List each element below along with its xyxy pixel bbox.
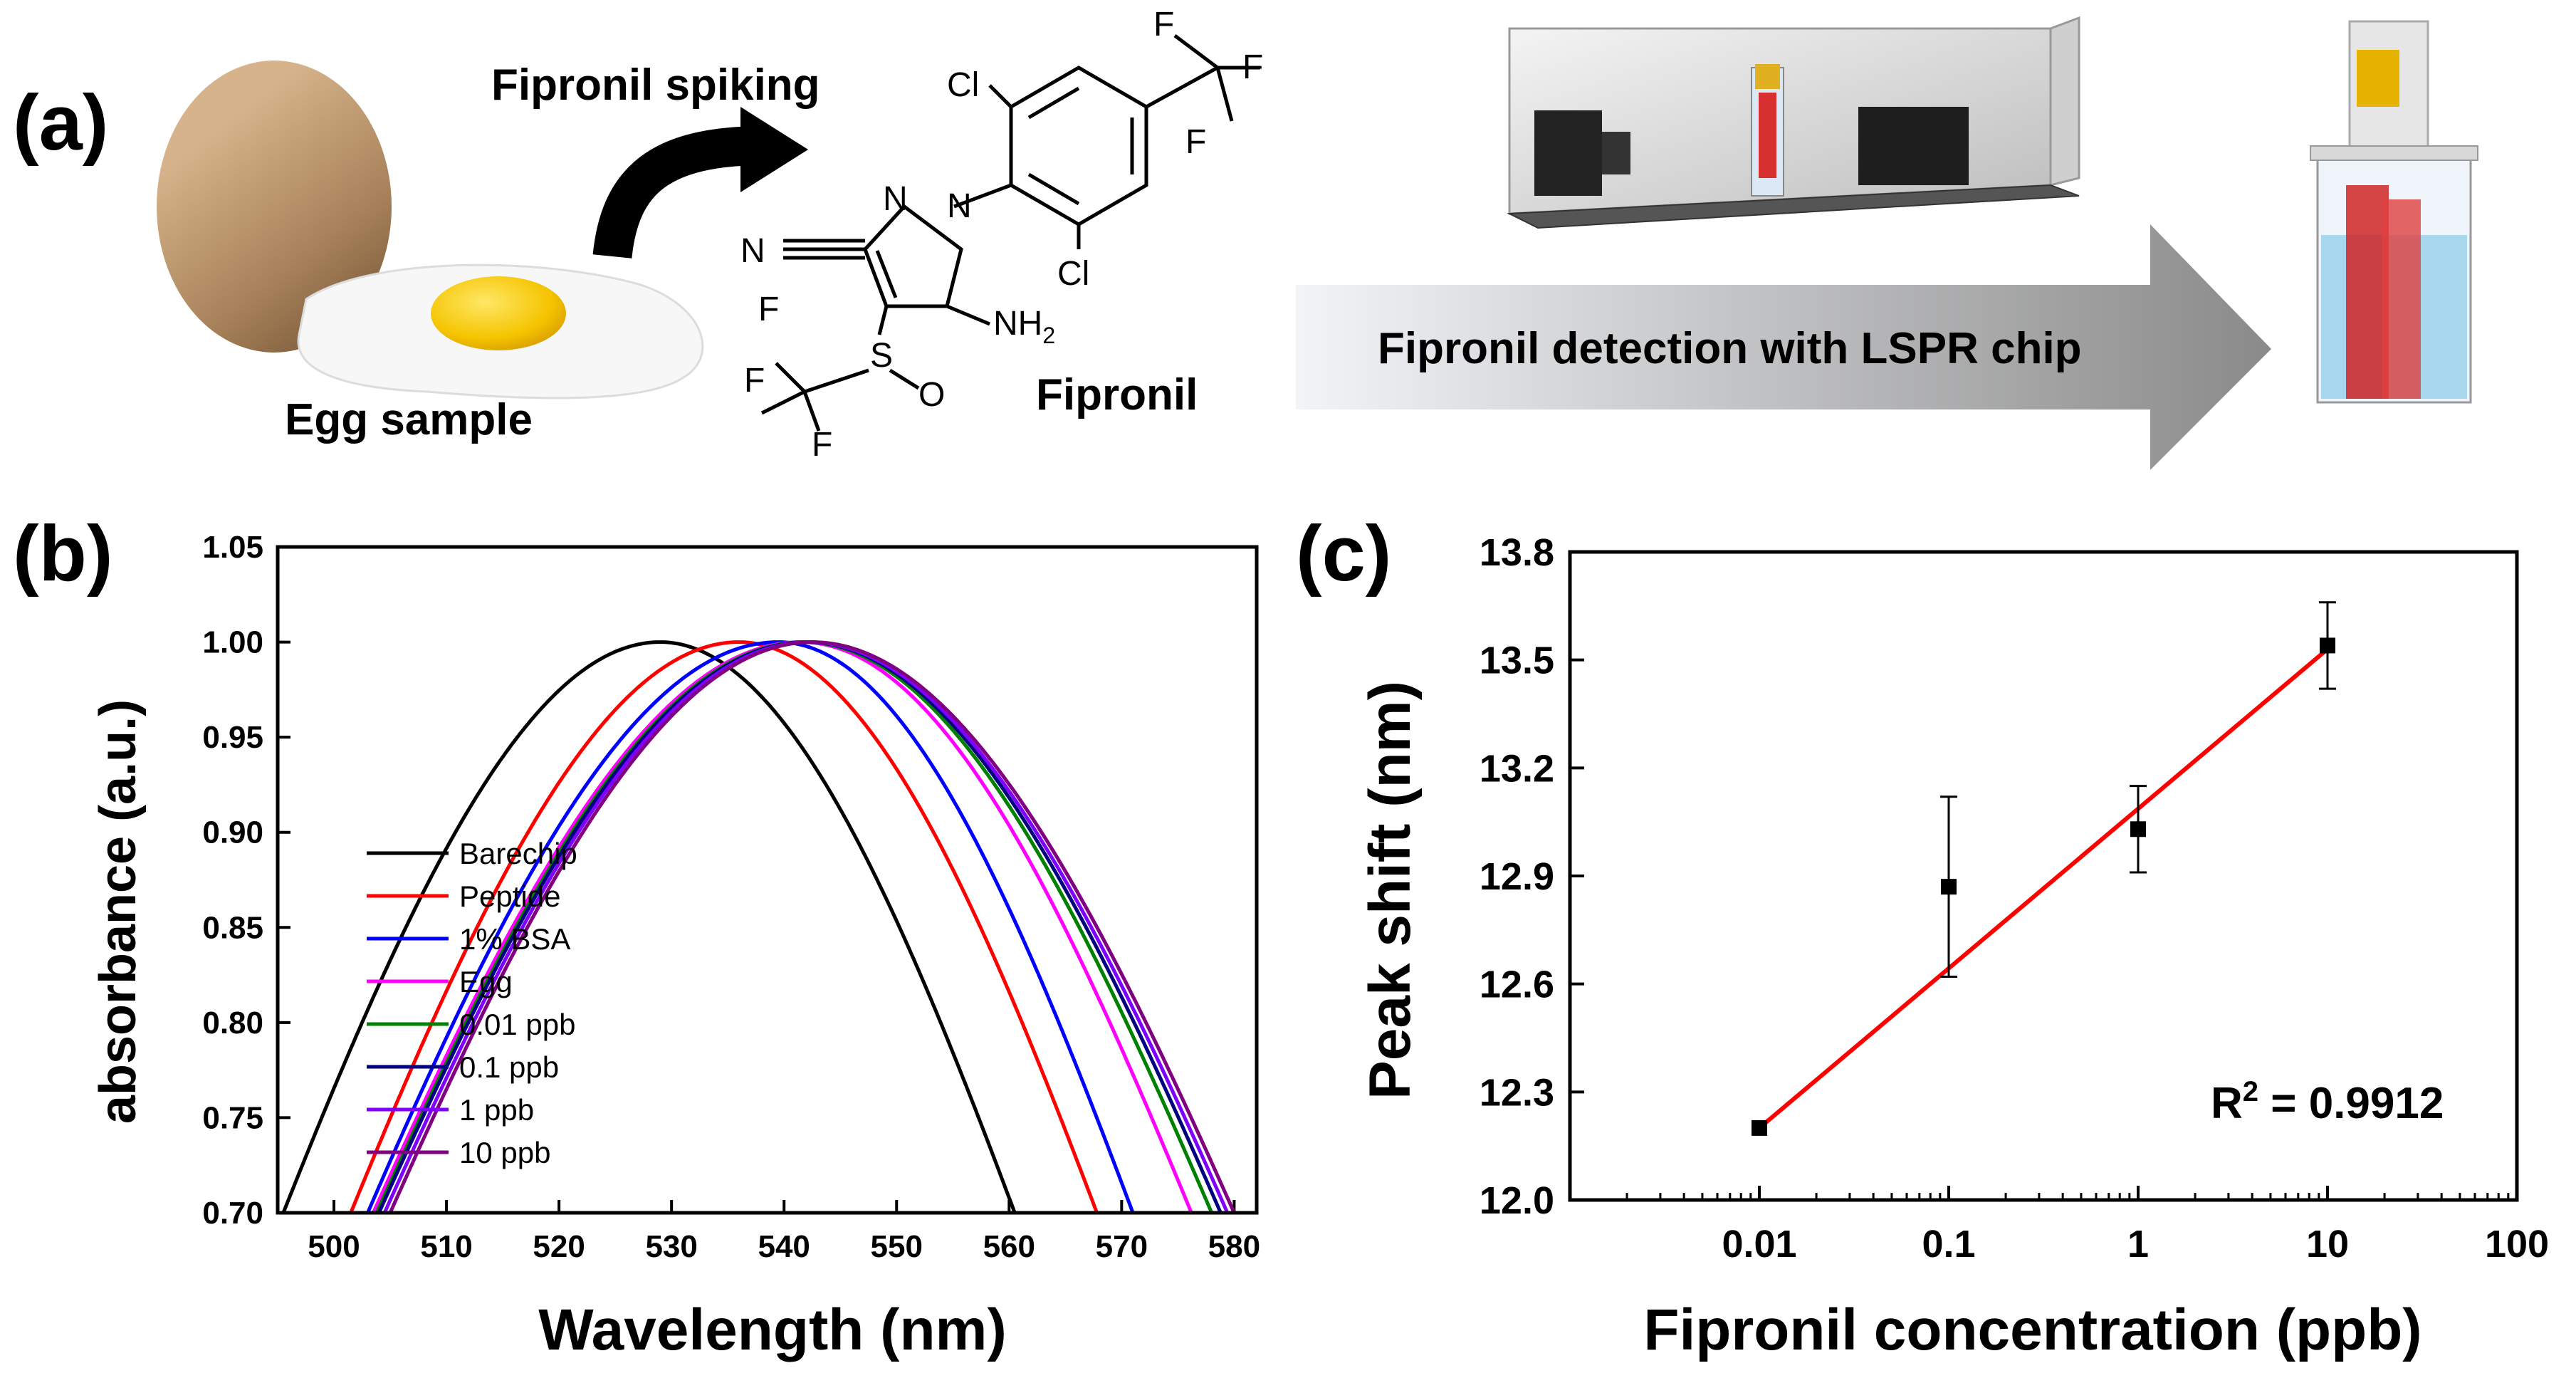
atom-o: O <box>918 376 945 414</box>
atom-f1: F <box>1153 6 1174 43</box>
panel-a: (a) Egg sample Fipronil spiking <box>13 6 2478 470</box>
chart-c-xtick-label: 1 <box>2127 1223 2149 1265</box>
chart-c-xtick-label: 0.01 <box>1722 1223 1796 1265</box>
atom-f6: F <box>812 426 832 464</box>
detection-arrow <box>1296 224 2271 470</box>
benzene-ring <box>1009 66 1148 226</box>
chart-b-legend-label: 0.1 ppb <box>459 1050 559 1084</box>
panel-b: (b) absorbance (a.u.) Wavelength (nm) 50… <box>13 510 1260 1362</box>
egg-shell <box>157 61 392 353</box>
chart-c-ylabel: Peak shift (nm) <box>1358 681 1423 1100</box>
chart-b-legend-label: 0.01 ppb <box>459 1008 576 1041</box>
fipronil-name: Fipronil <box>1036 370 1198 419</box>
chart-b-series <box>281 640 1237 1213</box>
egg-illustration <box>157 61 704 400</box>
chart-c-ytick-label: 12.0 <box>1480 1179 1554 1222</box>
atom-n1: N <box>883 180 908 218</box>
chart-b-series-line <box>281 640 1017 1213</box>
r-squared-annotation: R2 = 0.9912 <box>2211 1076 2444 1128</box>
chart-c-fit-line <box>1758 647 2329 1130</box>
chart-b-ytick-label: 0.70 <box>202 1196 263 1231</box>
yolk <box>431 276 566 350</box>
atom-s: S <box>870 337 893 375</box>
chart-b-legend-label: Egg <box>459 965 513 998</box>
chart-b-xtick-label: 530 <box>645 1229 697 1264</box>
chart-c-xtick-label: 10 <box>2306 1223 2349 1265</box>
chart-b-xtick-label: 550 <box>871 1229 923 1264</box>
chart-b-xtick-label: 510 <box>420 1229 472 1264</box>
atom-cl-bottom: Cl <box>1057 255 1089 293</box>
chart-b-xtick-label: 560 <box>983 1229 1035 1264</box>
chart-b-ytick-label: 0.75 <box>202 1100 263 1135</box>
spectrometer-illustration <box>1507 16 2080 229</box>
chart-c-ytick-label: 13.5 <box>1480 640 1554 682</box>
chart-b-legend-label: 10 ppb <box>459 1136 550 1169</box>
chart-c-xtick-label: 100 <box>2485 1223 2549 1265</box>
chart-b-series-line <box>388 640 1237 1213</box>
atom-f4: F <box>758 291 779 328</box>
spiking-arrow <box>592 126 749 259</box>
spiking-arrow-head <box>740 107 808 192</box>
atom-f2: F <box>1242 48 1263 86</box>
panel-c: (c) Peak shift (nm) Fipronil concentrati… <box>1296 510 2549 1362</box>
chart-c-xtick-label: 0.1 <box>1922 1223 1975 1265</box>
spiking-label: Fipronil spiking <box>491 61 820 110</box>
chart-c-point <box>2130 821 2146 837</box>
chart-c-ytick-label: 13.2 <box>1480 747 1554 790</box>
chart-b-xtick-label: 520 <box>533 1229 585 1264</box>
fipronil-structure <box>760 34 1260 432</box>
chart-b-ytick-label: 0.90 <box>202 815 263 850</box>
chart-b-xtick-label: 570 <box>1096 1229 1148 1264</box>
chart-b-series-line <box>365 640 1135 1213</box>
chart-b-legend-label: Peptide <box>459 880 560 913</box>
egg-sample-label: Egg sample <box>285 395 533 444</box>
chart-b-ytick-label: 1.00 <box>202 625 263 660</box>
chart-b-ytick-label: 1.05 <box>202 530 263 565</box>
chart-b-xtick-label: 580 <box>1208 1229 1260 1264</box>
chart-c-plot <box>1752 601 2336 1136</box>
detection-label: Fipronil detection with LSPR chip <box>1378 324 2082 373</box>
panel-c-label: (c) <box>1296 510 1391 597</box>
atom-cl-top: Cl <box>947 66 979 104</box>
atom-f3: F <box>1185 123 1206 161</box>
chart-c-ytick-label: 12.9 <box>1480 855 1554 898</box>
pyrazole-ring <box>863 204 963 308</box>
chart-b-ytick-label: 0.85 <box>202 910 263 945</box>
chart-c-xlabel: Fipronil concentration (ppb) <box>1643 1298 2421 1362</box>
chart-b-xtick-label: 500 <box>308 1229 360 1264</box>
atom-nh2: NH2 <box>993 305 1055 348</box>
chart-c-ytick-label: 13.8 <box>1480 531 1554 574</box>
chart-b-series-line <box>349 640 1099 1213</box>
chart-b-frame <box>276 545 1259 1215</box>
panel-a-label: (a) <box>13 79 108 167</box>
chart-b-ytick-label: 0.80 <box>202 1006 263 1040</box>
atom-f5: F <box>744 362 765 400</box>
chart-b-xlabel: Wavelength (nm) <box>538 1298 1007 1362</box>
chart-b-ticks: 500 510 520 530 540 550 560 570 580 0.70 0.75 0.80 0… <box>202 530 1260 1264</box>
panel-b-label: (b) <box>13 510 112 597</box>
chart-b-xtick-label: 540 <box>758 1229 810 1264</box>
fipronil-atoms: Cl Cl F F F N N N NH2 S O F F F <box>740 6 1263 464</box>
chart-c-ticks: 0.01 0.1 1 10 100 12.0 12.3 12.6 12.9 13.2 13.5 13.… <box>1480 531 2549 1265</box>
cuvette-illustration <box>2310 20 2478 404</box>
chart-b-ylabel: absorbance (a.u.) <box>90 699 147 1124</box>
chart-b-legend-label: Barechip <box>459 837 577 870</box>
chart-b-legend-label: 1 ppb <box>459 1093 534 1127</box>
chart-c-ytick-label: 12.6 <box>1480 964 1554 1006</box>
chart-b-legend-label: 1% BSA <box>459 922 570 956</box>
chart-c-point <box>1941 879 1957 895</box>
atom-n2: N <box>947 187 972 225</box>
chart-c-ytick-label: 12.3 <box>1480 1071 1554 1114</box>
chart-c-point <box>1752 1120 1767 1136</box>
chart-c-frame <box>1568 550 2519 1202</box>
atom-n-nitrile: N <box>740 232 765 270</box>
chart-c-point <box>2320 637 2335 654</box>
chart-b-ytick-label: 0.95 <box>202 720 263 755</box>
